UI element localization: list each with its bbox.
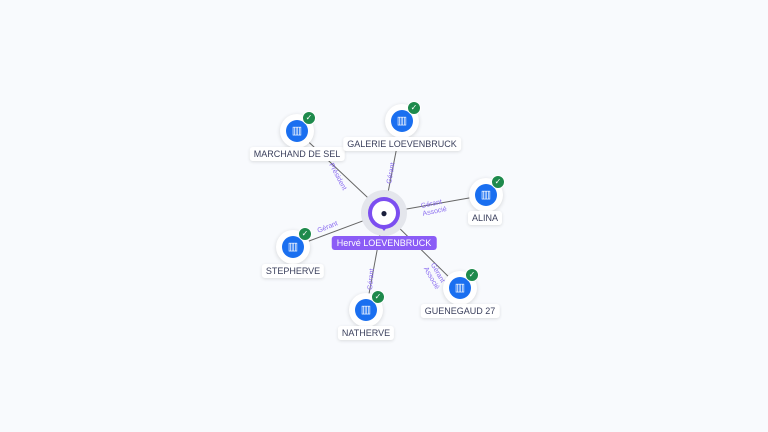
company-node-alina[interactable]: ▥✓: [469, 175, 505, 212]
company-node-stepherve[interactable]: ▥✓: [276, 227, 312, 264]
check-icon: ✓: [371, 290, 385, 304]
check-icon: ✓: [302, 111, 316, 125]
check-icon: ✓: [407, 101, 421, 115]
building-icon: ▥: [391, 110, 413, 132]
company-label[interactable]: GUENEGAUD 27: [420, 304, 500, 318]
person-label[interactable]: Hervé LOEVENBRUCK: [331, 236, 437, 250]
company-node-galerie[interactable]: ▥✓: [385, 101, 421, 138]
check-icon: ✓: [465, 268, 479, 282]
company-node-guenegaud[interactable]: ▥✓: [443, 268, 479, 305]
company-label[interactable]: ALINA: [467, 211, 503, 225]
building-icon: ▥: [282, 236, 304, 258]
company-label[interactable]: MARCHAND DE SEL: [249, 147, 345, 161]
company-label[interactable]: GALERIE LOEVENBRUCK: [343, 137, 461, 151]
company-label[interactable]: STEPHERVE: [261, 264, 325, 278]
building-icon: ▥: [286, 120, 308, 142]
building-icon: ▥: [475, 184, 497, 206]
company-node-natherve[interactable]: ▥✓: [349, 290, 385, 327]
check-icon: ✓: [298, 227, 312, 241]
person-icon: ●: [372, 201, 396, 225]
company-label[interactable]: NATHERVE: [337, 326, 395, 340]
building-icon: ▥: [355, 299, 377, 321]
person-node[interactable]: ●: [361, 190, 407, 236]
building-icon: ▥: [449, 277, 471, 299]
check-icon: ✓: [491, 175, 505, 189]
company-node-marchand[interactable]: ▥✓: [280, 111, 316, 148]
